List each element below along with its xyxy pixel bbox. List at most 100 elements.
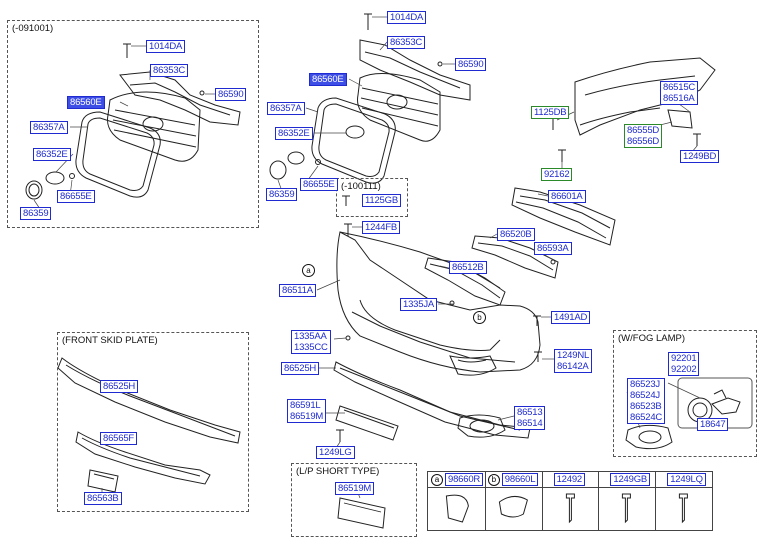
r-bolt-92162 bbox=[558, 149, 566, 162]
label-r-92162[interactable]: 92162 bbox=[541, 168, 573, 181]
label-m-86357A[interactable]: 86357A bbox=[267, 102, 305, 115]
m-skid bbox=[333, 361, 531, 439]
label-m-86513: 86513 bbox=[517, 407, 543, 418]
caption-top-left: (-091001) bbox=[12, 23, 54, 34]
label-tl-86353C[interactable]: 86353C bbox=[150, 64, 189, 77]
tl-emblem-b-in bbox=[28, 183, 40, 197]
m-surround-outer bbox=[311, 97, 396, 184]
label-f-86524C: 86524C bbox=[630, 412, 663, 423]
label-m-86359[interactable]: 86359 bbox=[266, 188, 298, 201]
label-s-86563B[interactable]: 86563B bbox=[84, 492, 122, 505]
tl-emblem-b bbox=[25, 180, 43, 200]
label-m-86601A[interactable]: 86601A bbox=[548, 190, 586, 203]
label-tl-86352E[interactable]: 86352E bbox=[33, 148, 71, 161]
label-r-1249BD[interactable]: 1249BD bbox=[680, 150, 720, 163]
label-m-86352E[interactable]: 86352E bbox=[275, 127, 313, 140]
label-r-86555D: 86555D bbox=[627, 125, 660, 136]
label-r-86516A: 86516A bbox=[663, 93, 695, 104]
label-f-86523J-group[interactable]: 86523J 86524J 86523B 86524C bbox=[627, 378, 666, 424]
fastener-code[interactable]: 98660L bbox=[501, 473, 539, 486]
fastener-shape bbox=[498, 496, 528, 518]
m-emblem-b bbox=[269, 160, 287, 180]
label-m-1335JA[interactable]: 1335JA bbox=[400, 298, 438, 311]
bumper-fog-pocket bbox=[449, 355, 497, 376]
fastener-sketch bbox=[445, 494, 469, 523]
r-fender-in bbox=[584, 75, 696, 96]
m-clip-590 bbox=[437, 61, 443, 67]
m-skid-in bbox=[339, 367, 521, 431]
label-tl-86560E[interactable]: 86560E bbox=[67, 96, 105, 109]
f-lamp-socket bbox=[711, 397, 741, 415]
m-emblem-a bbox=[287, 151, 305, 165]
label-m-1491AD[interactable]: 1491AD bbox=[551, 311, 591, 324]
m-grille-outer bbox=[357, 73, 441, 142]
m-fog-bezel bbox=[457, 414, 506, 438]
r-lower-abs-in bbox=[429, 263, 501, 299]
label-r-86555D-86556D[interactable]: 86555D 86556D bbox=[624, 124, 663, 148]
label-m-86560E[interactable]: 86560E bbox=[309, 73, 347, 86]
label-tl-86590[interactable]: 86590 bbox=[215, 88, 247, 101]
tl-grille-emblem bbox=[142, 116, 164, 132]
fastener-sketch bbox=[498, 496, 528, 518]
bumper-fog-pocket-in bbox=[457, 359, 487, 363]
label-m-86591L-86519M[interactable]: 86591L 86519M bbox=[287, 399, 327, 423]
label-m-86590[interactable]: 86590 bbox=[455, 58, 487, 71]
tl-surround-inner bbox=[82, 117, 155, 191]
label-s-86565F[interactable]: 86565F bbox=[100, 432, 138, 445]
label-tl-86655E[interactable]: 86655E bbox=[57, 190, 95, 203]
label-f-92201-92202[interactable]: 92201 92202 bbox=[668, 352, 700, 376]
m-bolt-top bbox=[364, 13, 372, 30]
label-m-1249NL: 1249NL bbox=[557, 350, 590, 361]
label-tl-86359[interactable]: 86359 bbox=[20, 207, 52, 220]
bumper-lower bbox=[351, 311, 516, 363]
label-m-1244FB[interactable]: 1244FB bbox=[362, 221, 401, 234]
fastener-code[interactable]: 1249GB bbox=[610, 473, 651, 486]
label-m-86525H[interactable]: 86525H bbox=[281, 362, 320, 375]
fastener-cell bbox=[542, 472, 600, 530]
caption-skid: (FRONT SKID PLATE) bbox=[62, 335, 158, 346]
fastener-sketch bbox=[679, 493, 689, 524]
fastener-code[interactable]: 1249LQ bbox=[667, 473, 706, 486]
label-m-86513-86514[interactable]: 86513 86514 bbox=[514, 406, 546, 430]
box-fog bbox=[613, 330, 757, 457]
tl-bracket bbox=[119, 71, 241, 126]
box-skid bbox=[57, 332, 249, 512]
label-s-86525H[interactable]: 86525H bbox=[100, 380, 139, 393]
fastener-table-header bbox=[428, 472, 712, 488]
fastener-cell-header: 1249GB bbox=[610, 473, 651, 486]
label-m-86512B[interactable]: 86512B bbox=[449, 261, 487, 274]
fastener-code[interactable]: 12492 bbox=[553, 473, 586, 486]
label-m-1335AA-CC[interactable]: 1335AA 1335CC bbox=[291, 330, 331, 354]
label-f-18647[interactable]: 18647 bbox=[697, 418, 729, 431]
s-skid-lower-in bbox=[81, 437, 201, 477]
fastener-sketch bbox=[565, 493, 575, 524]
label-m-86655E[interactable]: 86655E bbox=[300, 178, 338, 191]
tl-bracket-inner bbox=[129, 82, 231, 116]
label-lp-86519M[interactable]: 86519M bbox=[335, 482, 375, 495]
m-bolt-1491 bbox=[533, 315, 541, 326]
m-bolt-1249nl bbox=[534, 351, 542, 362]
label-m-1249NL-86142A[interactable]: 1249NL 86142A bbox=[554, 349, 593, 373]
label-m-1014DA[interactable]: 1014DA bbox=[387, 11, 427, 24]
callout-b: b bbox=[473, 311, 486, 324]
label-tl-1014DA[interactable]: 1014DA bbox=[146, 40, 186, 53]
label-r-1125DB[interactable]: 1125DB bbox=[531, 106, 570, 119]
label-m-86593A[interactable]: 86593A bbox=[534, 242, 572, 255]
fastener-cell bbox=[428, 472, 486, 530]
label-tl-86357A[interactable]: 86357A bbox=[30, 121, 68, 134]
label-m-86520B[interactable]: 86520B bbox=[497, 228, 535, 241]
fastener-marker: a bbox=[431, 473, 443, 486]
label-m-86353C[interactable]: 86353C bbox=[387, 36, 426, 49]
label-m-1249LG[interactable]: 1249LG bbox=[316, 446, 355, 459]
m-plate bbox=[335, 405, 399, 441]
r-bolt-1249 bbox=[693, 133, 701, 146]
label-r-86515C-86516A[interactable]: 86515C 86516A bbox=[660, 81, 699, 105]
label-m-86511A[interactable]: 86511A bbox=[279, 284, 316, 297]
label-m-1125GB[interactable]: 1125GB bbox=[362, 194, 401, 207]
fastener-code[interactable]: 98660R bbox=[445, 473, 484, 486]
label-f-86523B: 86523B bbox=[630, 401, 662, 412]
